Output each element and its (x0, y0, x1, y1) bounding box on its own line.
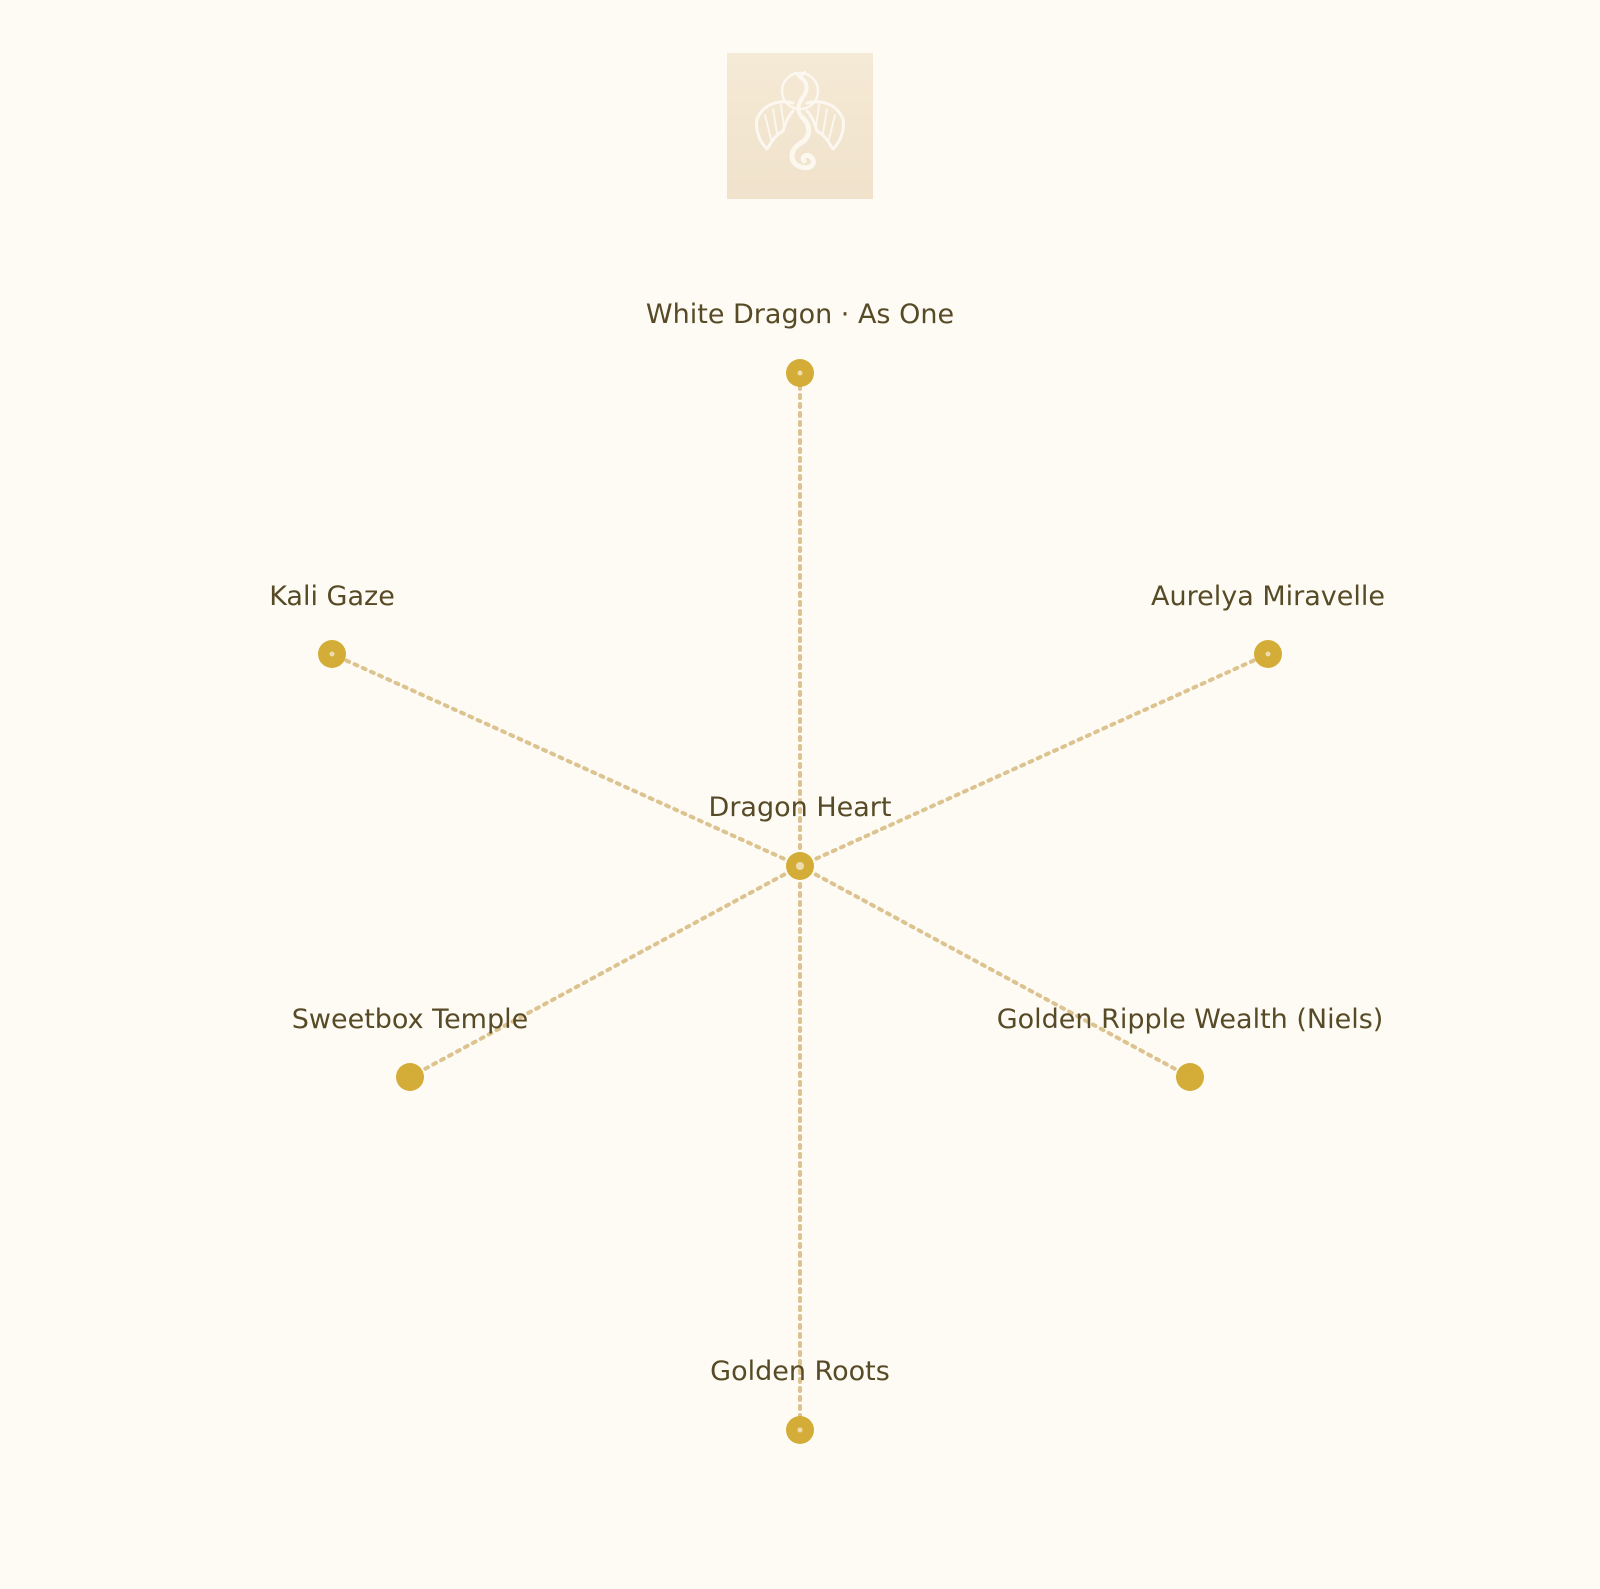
node-label-white-dragon: White Dragon · As One (646, 299, 954, 330)
node-label-golden-ripple-wealth: Golden Ripple Wealth (Niels) (997, 1004, 1384, 1035)
node-dot-mark (796, 862, 804, 870)
edge-dragon-heart-to-sweetbox-temple (408, 864, 802, 1079)
node-label-golden-roots: Golden Roots (710, 1356, 890, 1387)
node-dot-sweetbox-temple[interactable] (396, 1063, 424, 1091)
edge-dragon-heart-to-golden-ripple-wealth (798, 864, 1192, 1079)
edge-dragon-heart-to-aurelya-miravelle (798, 652, 1270, 868)
node-sweetbox-temple[interactable]: Sweetbox Temple (292, 1004, 529, 1091)
node-golden-ripple-wealth[interactable]: Golden Ripple Wealth (Niels) (997, 1004, 1384, 1091)
node-label-dragon-heart: Dragon Heart (709, 792, 892, 823)
node-dragon-heart[interactable]: Dragon Heart (709, 792, 892, 880)
node-dot-golden-ripple-wealth[interactable] (1176, 1063, 1204, 1091)
logo-tile (727, 53, 873, 199)
node-kali-gaze[interactable]: Kali Gaze (269, 581, 395, 668)
node-dot-mark (1265, 651, 1271, 657)
node-dot-mark (797, 1427, 803, 1433)
node-golden-roots[interactable]: Golden Roots (710, 1356, 890, 1444)
node-white-dragon[interactable]: White Dragon · As One (646, 299, 954, 387)
edge-dragon-heart-to-kali-gaze (330, 652, 802, 868)
node-dot-mark (797, 370, 803, 376)
node-label-sweetbox-temple: Sweetbox Temple (292, 1004, 529, 1035)
node-label-kali-gaze: Kali Gaze (269, 581, 395, 612)
node-label-aurelya-miravelle: Aurelya Miravelle (1151, 581, 1385, 612)
node-dot-mark (329, 651, 335, 657)
node-aurelya-miravelle[interactable]: Aurelya Miravelle (1151, 581, 1385, 668)
dragon-emblem-icon (755, 70, 845, 171)
